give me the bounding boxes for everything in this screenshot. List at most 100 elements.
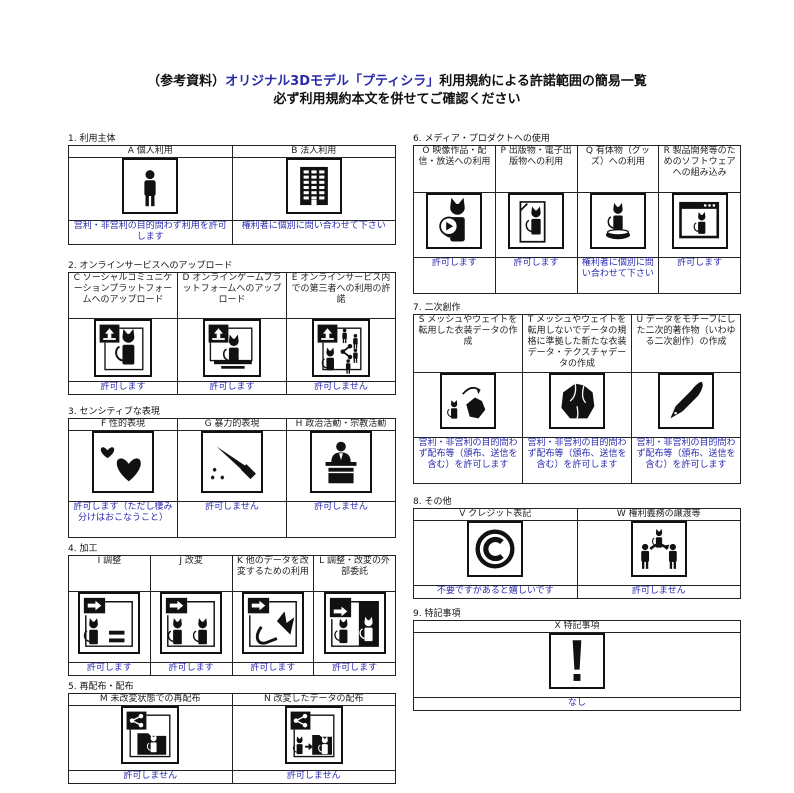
item-heading: B 法人利用 xyxy=(231,145,396,158)
model-name: オリジナル3Dモデル「プティシラ」 xyxy=(225,74,440,89)
item-heading: I 調整 xyxy=(68,555,151,592)
item-icon-cell xyxy=(177,430,287,502)
exclamation-icon xyxy=(549,633,605,689)
item-heading: W 権利義務の譲渡等 xyxy=(576,508,741,521)
item-heading: M 未改変状態での再配布 xyxy=(68,693,233,706)
icon-row xyxy=(413,520,741,586)
upload-game-icon xyxy=(203,319,261,377)
permission-status: 許可します xyxy=(68,381,178,395)
section-label: 4. 加工 xyxy=(68,544,98,554)
item-icon-cell xyxy=(413,372,523,438)
item-heading: U データをモチーフにした二次的著作物（いわゆる二次創作）の作成 xyxy=(631,314,741,373)
permission-status: 許可します xyxy=(494,257,578,294)
item-heading: C ソーシャルコミュニケーションプラットフォームへのアップロード xyxy=(68,272,178,319)
icon-row xyxy=(68,430,396,502)
title-suffix: 利用規約による許諾範囲の簡易一覧 xyxy=(439,74,647,89)
permission-status: 許可しません xyxy=(576,585,741,599)
item-icon-cell xyxy=(576,192,660,258)
item-icon-cell xyxy=(231,157,396,221)
item-heading: E オンラインサービス内での第三者への利用の許諾 xyxy=(286,272,396,319)
costume-transfer-icon xyxy=(440,373,496,429)
permission-table: X 特記事項なし xyxy=(413,620,741,711)
item-heading: A 個人利用 xyxy=(68,145,233,158)
section-label: 2. オンラインサービスへのアップロード xyxy=(68,261,233,271)
costume-icon xyxy=(549,373,605,429)
item-heading: R 製品開発等のためのソフトウェアへの組み込み xyxy=(658,145,741,193)
video-icon xyxy=(426,193,483,249)
permission-status: 許可します xyxy=(313,662,396,676)
section-label: 1. 利用主体 xyxy=(68,134,116,144)
item-icon-cell xyxy=(413,192,496,258)
item-heading: H 政治活動・宗教活動 xyxy=(286,418,396,431)
redistribute-icon xyxy=(121,706,180,764)
pen-icon xyxy=(658,373,714,429)
item-icon-cell xyxy=(68,591,151,663)
upload-social-icon xyxy=(94,319,152,377)
outsource-icon xyxy=(323,592,386,654)
item-icon-cell xyxy=(286,318,396,382)
hearts-icon xyxy=(92,431,154,493)
permission-status: 許可します（ただし棲み分けはおこなうこと） xyxy=(68,501,178,538)
knife-icon xyxy=(201,431,263,493)
item-heading: T メッシュやウェイトを転用しないでデータの規格に準拠した新たな衣装データ・テク… xyxy=(522,314,632,373)
section-label: 6. メディア・プロダクトへの使用 xyxy=(413,134,550,144)
status-row: 営利・非営利の目的問わず配布等（頒布、送信を含む）を許可します 営利・非営利の目的… xyxy=(413,437,741,484)
status-row: 不要ですがあると嬉しいです許可しません xyxy=(413,585,741,599)
status-row: 許可します許可します許可します許可します xyxy=(68,662,396,676)
item-heading: D オンラインゲームプラットフォームへのアップロード xyxy=(177,272,287,319)
item-icon-cell xyxy=(576,520,741,586)
software-icon xyxy=(671,193,728,249)
icon-row xyxy=(413,632,741,698)
permission-status: 許可しません xyxy=(286,501,396,538)
item-icon-cell xyxy=(68,318,178,382)
permission-status: 許可しません xyxy=(68,770,233,784)
upload-share-icon xyxy=(312,319,370,377)
header-row: X 特記事項 xyxy=(413,620,741,633)
title-prefix: （参考資料） xyxy=(147,74,226,89)
permission-status: 許可します xyxy=(149,662,233,676)
item-heading: N 改変したデータの配布 xyxy=(231,693,396,706)
permission-status: 許可しません xyxy=(286,381,396,395)
status-row: 許可します許可します許可しません xyxy=(68,381,396,395)
permission-status: 営利・非営利の目的問わず配布等（頒布、送信を含む）を許可します xyxy=(413,437,523,484)
item-icon-cell xyxy=(413,632,741,698)
permission-status: 許可しません xyxy=(177,501,287,538)
item-icon-cell xyxy=(68,157,233,221)
icon-row xyxy=(68,705,396,771)
item-heading: X 特記事項 xyxy=(413,620,741,633)
icon-row xyxy=(413,372,741,438)
item-heading: O 映像作品・配信・放送への利用 xyxy=(413,145,496,193)
page-title: （参考資料）オリジナル3Dモデル「プティシラ」利用規約による許諾範囲の簡易一覧 xyxy=(0,73,794,91)
item-icon-cell xyxy=(149,591,233,663)
page-subtitle: 必ず利用規約本文を併せてご確認ください xyxy=(273,92,521,107)
status-row: 営利・非営利の目的問わず利用を許可します権利者に個別に問い合わせて下さい xyxy=(68,220,396,245)
item-heading: P 出版物・電子出版物への利用 xyxy=(494,145,578,193)
section-label: 5. 再配布・配布 xyxy=(68,682,134,692)
item-icon-cell xyxy=(494,192,578,258)
permission-status: なし xyxy=(413,697,741,711)
permission-status: 営利・非営利の目的問わず配布等（頒布、送信を含む）を許可します xyxy=(631,437,741,484)
permission-status: 許可します xyxy=(231,662,315,676)
permission-status: 権利者に個別に問い合わせて下さい xyxy=(576,257,660,294)
figure-icon xyxy=(589,193,646,249)
distribute-modified-icon xyxy=(284,706,343,764)
item-icon-cell xyxy=(177,318,287,382)
section-label: 3. センシティブな表現 xyxy=(68,407,160,417)
permission-status: 許可します xyxy=(658,257,741,294)
